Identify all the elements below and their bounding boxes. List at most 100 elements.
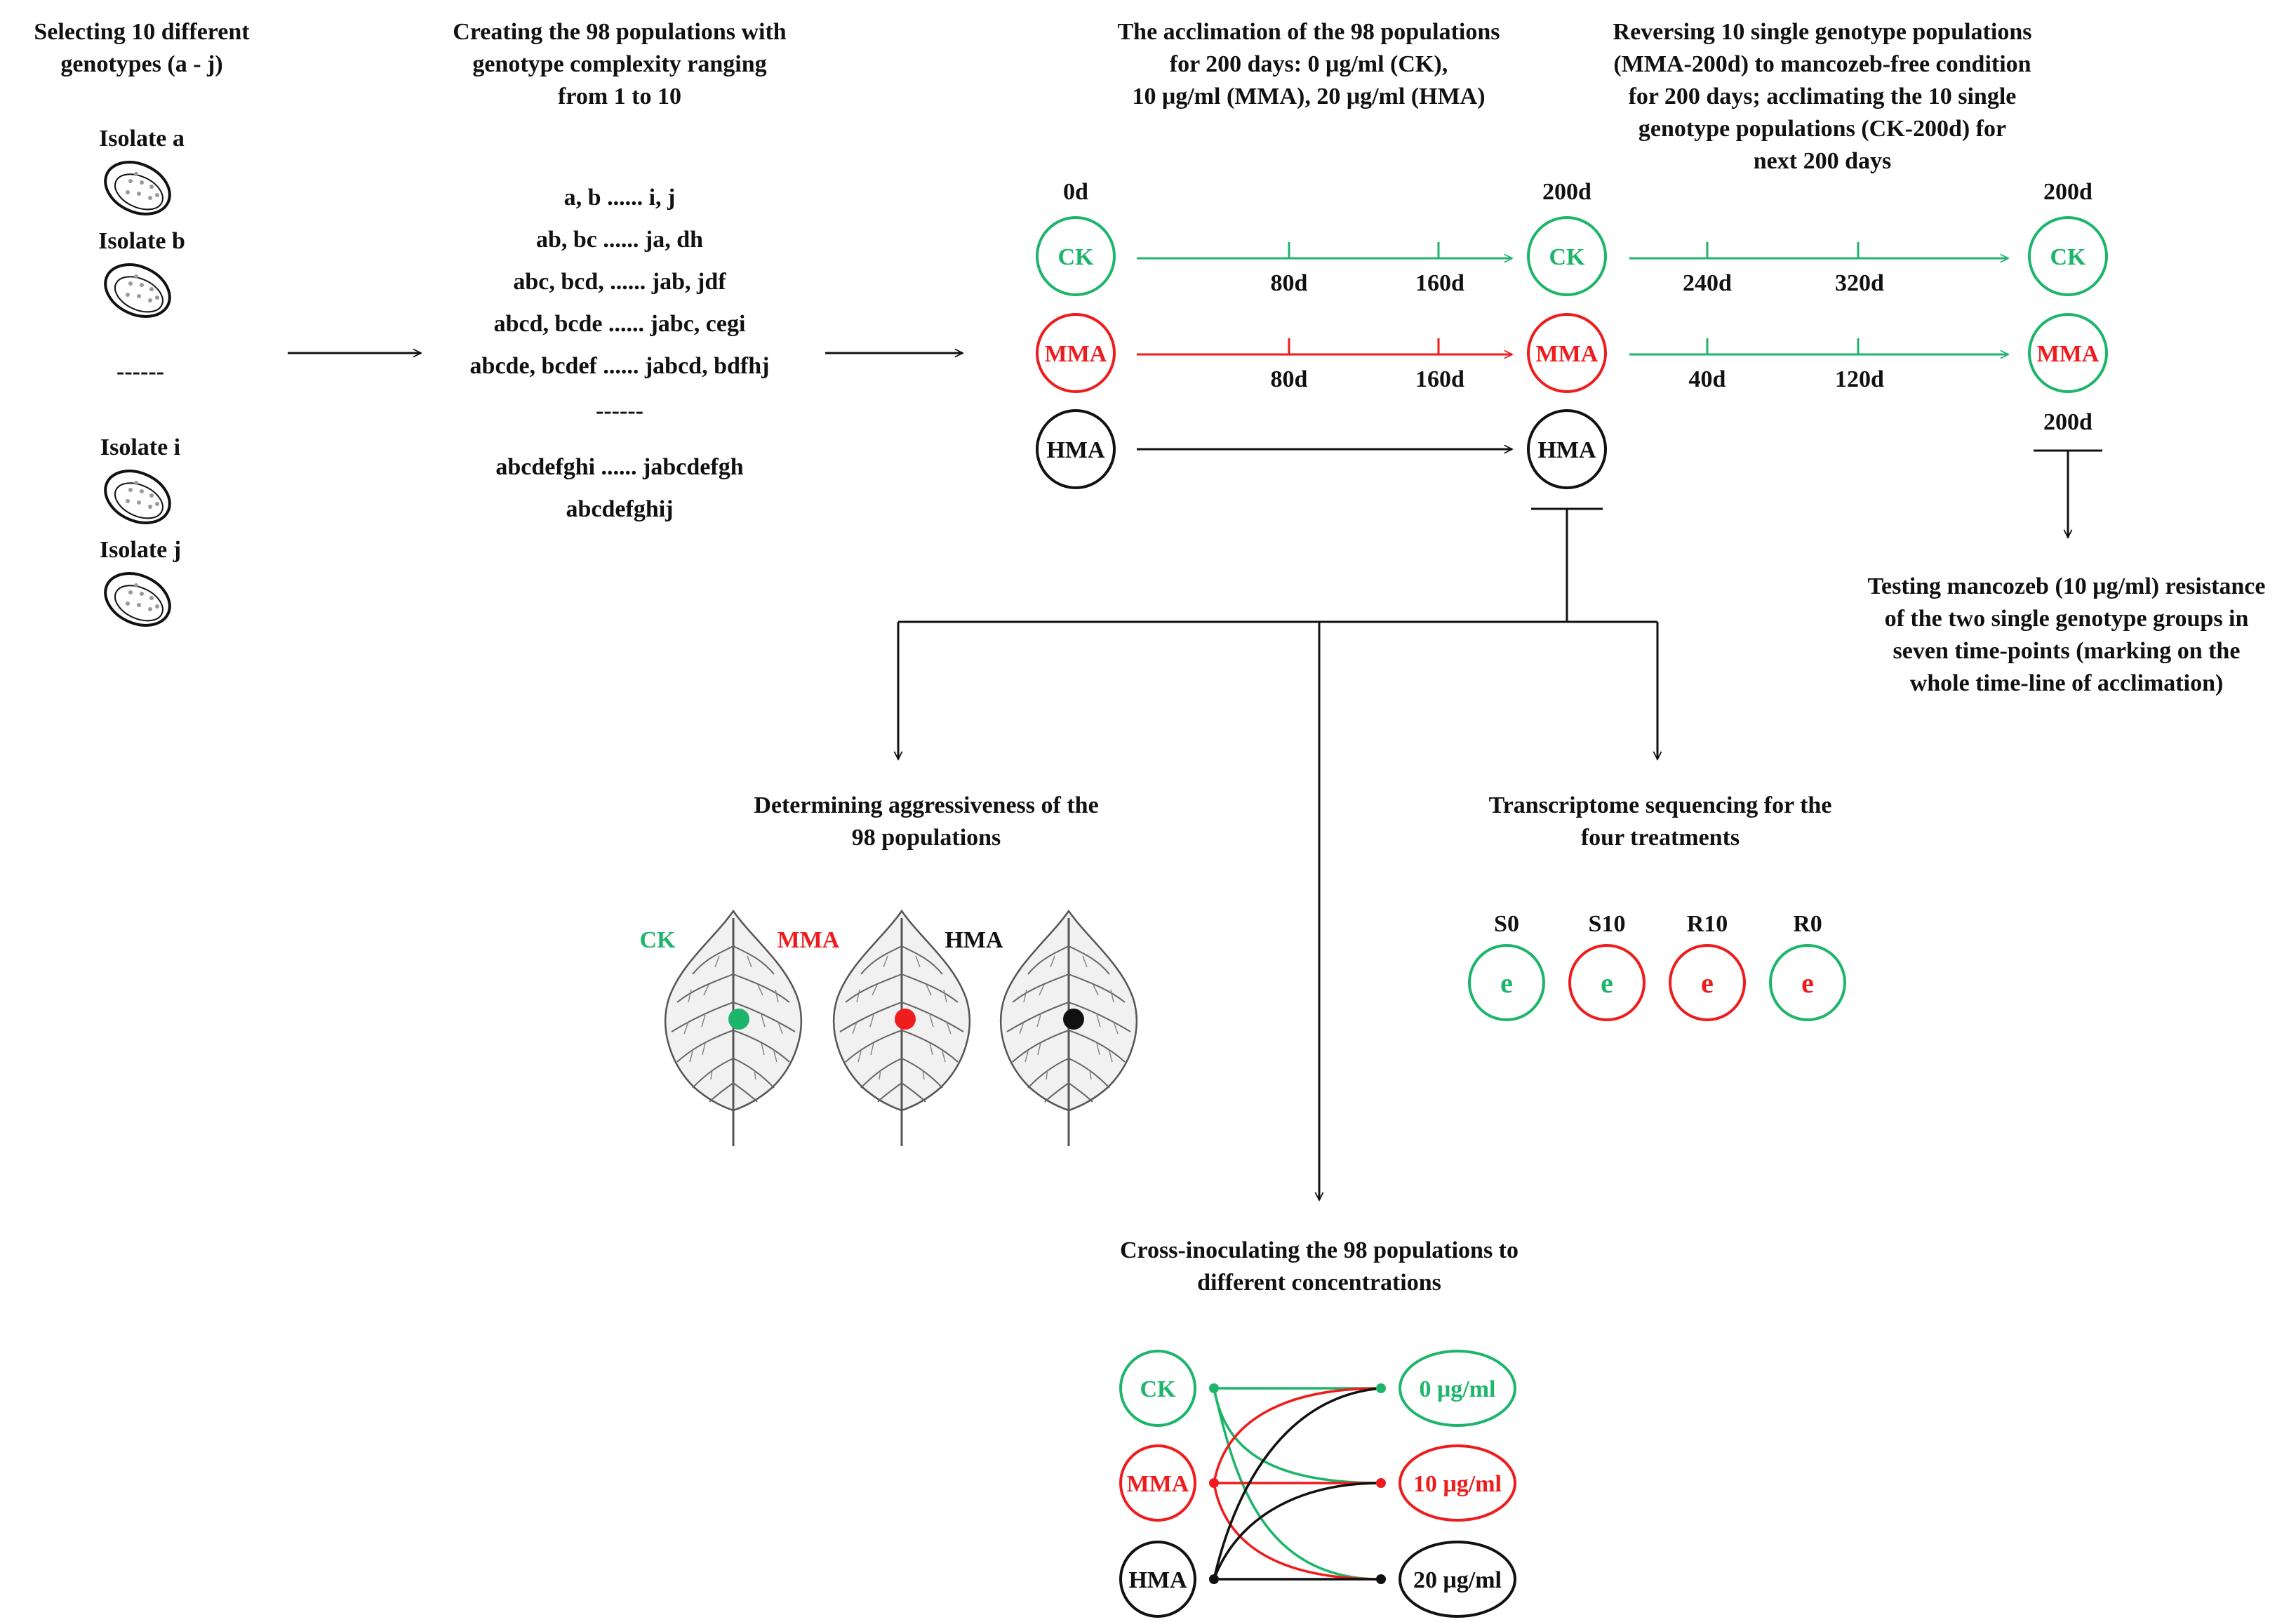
testing-line4: whole time-line of acclimation)	[1910, 670, 2224, 696]
step2-title-line1: Creating the 98 populations with	[453, 19, 787, 45]
branch-connector	[898, 507, 1657, 1200]
cross-target-10-label: 10 μg/ml	[1413, 1471, 1502, 1497]
node-ck-final	[2028, 216, 2108, 296]
time-200d-below: 200d	[2043, 409, 2093, 435]
cross-source-mma-label: MMA	[1127, 1471, 1189, 1497]
tick-label-ck-160d: 160d	[1415, 270, 1464, 296]
treatment-s0-symbol: e	[1500, 967, 1513, 999]
cross-target-10	[1399, 1444, 1516, 1522]
node-ck-200d	[1527, 216, 1607, 296]
link-hma-to-10	[1213, 1482, 1382, 1580]
node-hma-200d-label: HMA	[1537, 437, 1596, 463]
cross-source-ck	[1119, 1350, 1196, 1427]
node-hma-200d	[1527, 409, 1607, 489]
treatment-r10-circle	[1669, 944, 1746, 1021]
treatment-r0-circle	[1769, 944, 1846, 1021]
node-ck-200d-label: CK	[1549, 244, 1586, 270]
step2-title-line3: from 1 to 10	[558, 84, 681, 109]
treatment-r10-symbol: e	[1701, 967, 1714, 999]
leaf-label-mma: MMA	[777, 927, 840, 953]
node-ck-start	[1036, 216, 1116, 296]
isolate-a-spore-icon	[95, 150, 180, 226]
treatment-r0-symbol: e	[1801, 967, 1814, 999]
isolate-b-label: Isolate b	[98, 228, 185, 254]
dot-target-0	[1376, 1383, 1386, 1393]
population-row-3: abc, bcd, ...... jab, jdf	[513, 269, 726, 295]
node-mma-start	[1036, 313, 1116, 393]
node-ck-start-label: CK	[1058, 244, 1095, 270]
isolate-i-spore-icon	[95, 459, 180, 535]
dot-source-hma	[1209, 1574, 1219, 1584]
time-200d-end: 200d	[2043, 179, 2093, 205]
aggressiveness-section: Determining aggressiveness of the 98 pop…	[640, 792, 1138, 1148]
step4-title-line2: (MMA-200d) to mancozeb-free condition	[1613, 51, 2031, 77]
transcriptome-title-line1: Transcriptome sequencing for the	[1489, 792, 1832, 818]
link-mma-to-0	[1213, 1387, 1382, 1484]
population-row-5: abcde, bcdef ...... jabcd, bdfhj	[470, 353, 770, 379]
population-row-1: a, b ...... i, j	[564, 185, 676, 211]
link-mma-to-20	[1213, 1482, 1382, 1581]
cross-source-hma-label: HMA	[1128, 1567, 1187, 1593]
cross-title-line2: different concentrations	[1197, 1270, 1441, 1296]
cross-target-0-label: 0 μg/ml	[1420, 1376, 1496, 1402]
step3-title-line3: 10 μg/ml (MMA), 20 μg/ml (HMA)	[1132, 84, 1485, 109]
isolate-ellipsis: ------	[116, 359, 164, 385]
tick-label-mma-40d: 40d	[1689, 366, 1726, 392]
step4-title-line5: next 200 days	[1754, 148, 1891, 174]
treatment-s0-circle	[1468, 944, 1545, 1021]
step2-populations: Creating the 98 populations with genotyp…	[453, 19, 787, 522]
step1-title-line2: genotypes (a - j)	[60, 51, 222, 77]
isolate-b-spore-icon	[95, 253, 180, 328]
node-mma-200d-label: MMA	[1536, 341, 1598, 367]
cross-source-ck-label: CK	[1140, 1376, 1177, 1402]
leaf-hma-icon	[999, 910, 1138, 1148]
step3-title-line1: The acclimation of the 98 populations	[1118, 19, 1500, 45]
isolate-a-label: Isolate a	[99, 126, 185, 152]
population-row-9: abcdefghi ...... jabcdefgh	[495, 454, 743, 480]
cross-target-20-label: 20 μg/ml	[1413, 1567, 1502, 1593]
population-row-4: abcd, bcde ...... jabc, cegi	[494, 311, 746, 337]
isolate-i-label: Isolate i	[100, 434, 180, 460]
leaf-label-hma: HMA	[945, 927, 1003, 953]
population-row-10: abcdefghij	[566, 496, 674, 522]
tick-label-ck-320d: 320d	[1835, 270, 1884, 296]
testing-description: Testing mancozeb (10 μg/ml) resistance o…	[1868, 573, 2266, 696]
dot-source-mma	[1209, 1478, 1219, 1488]
treatment-s0-label: S0	[1494, 911, 1519, 937]
treatment-s10-symbol: e	[1601, 967, 1613, 999]
step3-title-line2: for 200 days: 0 μg/ml (CK),	[1170, 51, 1448, 77]
treatment-r0-label: R0	[1793, 911, 1822, 937]
transcriptome-title-line2: four treatments	[1581, 825, 1740, 851]
isolate-j-label: Isolate j	[100, 537, 181, 563]
node-ck-final-label: CK	[2050, 244, 2087, 270]
tick-label-ck-240d: 240d	[1683, 270, 1732, 296]
node-mma-final	[2028, 313, 2108, 393]
cross-target-0	[1399, 1350, 1516, 1427]
node-mma-final-label: MMA	[2037, 341, 2100, 367]
testing-line3: seven time-points (marking on the	[1893, 638, 2241, 664]
lesion-hma	[1063, 1009, 1084, 1030]
cross-source-hma	[1119, 1541, 1196, 1618]
aggressiveness-title-line1: Determining aggressiveness of the	[754, 792, 1098, 818]
step4-title-line4: genotype populations (CK-200d) for	[1638, 116, 2006, 142]
cross-source-mma	[1119, 1444, 1196, 1522]
link-ck-to-10	[1213, 1388, 1382, 1484]
population-row-2: ab, bc ...... ja, dh	[536, 227, 703, 253]
dot-target-20	[1376, 1574, 1386, 1584]
lesion-ck	[728, 1009, 749, 1030]
isolate-j-spore-icon	[95, 561, 180, 637]
cross-inoculation-section: Cross-inoculating the 98 populations to …	[1119, 1237, 1519, 1618]
step3-acclimation: The acclimation of the 98 populations fo…	[1036, 19, 1607, 489]
treatment-s10-circle	[1568, 944, 1646, 1021]
time-200d-mid: 200d	[1542, 179, 1591, 205]
cross-title-line1: Cross-inoculating the 98 populations to	[1120, 1237, 1519, 1263]
node-mma-start-label: MMA	[1045, 341, 1107, 367]
tick-label-mma-160d: 160d	[1415, 366, 1464, 392]
testing-line2: of the two single genotype groups in	[1885, 606, 2249, 632]
link-hma-to-0	[1213, 1387, 1382, 1580]
step4-title-line1: Reversing 10 single genotype populations	[1613, 19, 2032, 45]
lesion-mma	[895, 1009, 916, 1030]
step4-title-line3: for 200 days; acclimating the 10 single	[1629, 84, 2017, 109]
tick-label-ck-80d: 80d	[1271, 270, 1308, 296]
